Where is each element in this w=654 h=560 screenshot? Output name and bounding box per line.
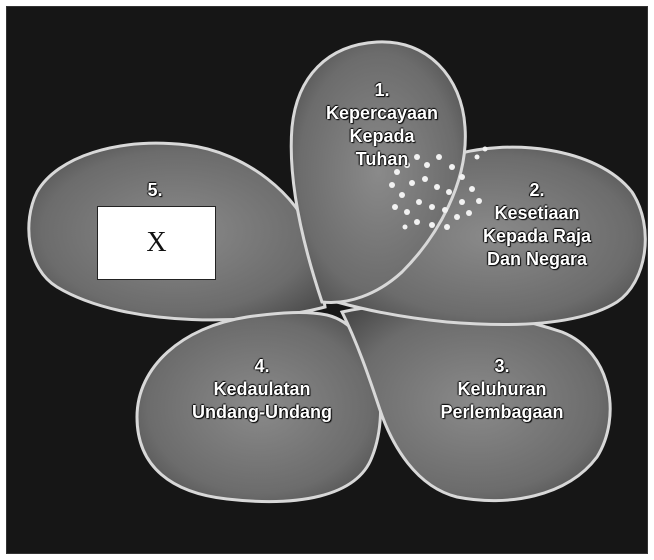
- petal-5-label: 5.: [135, 179, 175, 202]
- diagram-frame: 1. Kepercayaan Kepada Tuhan 2. Kesetiaan…: [6, 6, 648, 554]
- petal-1-label: 1. Kepercayaan Kepada Tuhan: [287, 79, 477, 171]
- petal-4-label: 4. Kedaulatan Undang-Undang: [157, 355, 367, 424]
- petal-2-number: 2.: [447, 179, 627, 202]
- petal-2-line-3: Dan Negara: [447, 248, 627, 271]
- petal-4-line-1: Kedaulatan: [157, 378, 367, 401]
- petal-2-line-2: Kepada Raja: [447, 225, 627, 248]
- petal-4-line-2: Undang-Undang: [157, 401, 367, 424]
- petal-4-number: 4.: [157, 355, 367, 378]
- petal-1-line-2: Kepada: [287, 125, 477, 148]
- petal-1-line-3: Tuhan: [287, 148, 477, 171]
- petal-3-line-1: Keluhuran: [417, 378, 587, 401]
- answer-box-text: X: [146, 227, 166, 259]
- petal-1-number: 1.: [287, 79, 477, 102]
- answer-box: X: [97, 206, 216, 280]
- petal-2-line-1: Kesetiaan: [447, 202, 627, 225]
- petal-3-line-2: Perlembagaan: [417, 401, 587, 424]
- petal-1-line-1: Kepercayaan: [287, 102, 477, 125]
- petal-5-number: 5.: [135, 179, 175, 202]
- petal-2-label: 2. Kesetiaan Kepada Raja Dan Negara: [447, 179, 627, 271]
- petal-3-label: 3. Keluhuran Perlembagaan: [417, 355, 587, 424]
- petal-3-number: 3.: [417, 355, 587, 378]
